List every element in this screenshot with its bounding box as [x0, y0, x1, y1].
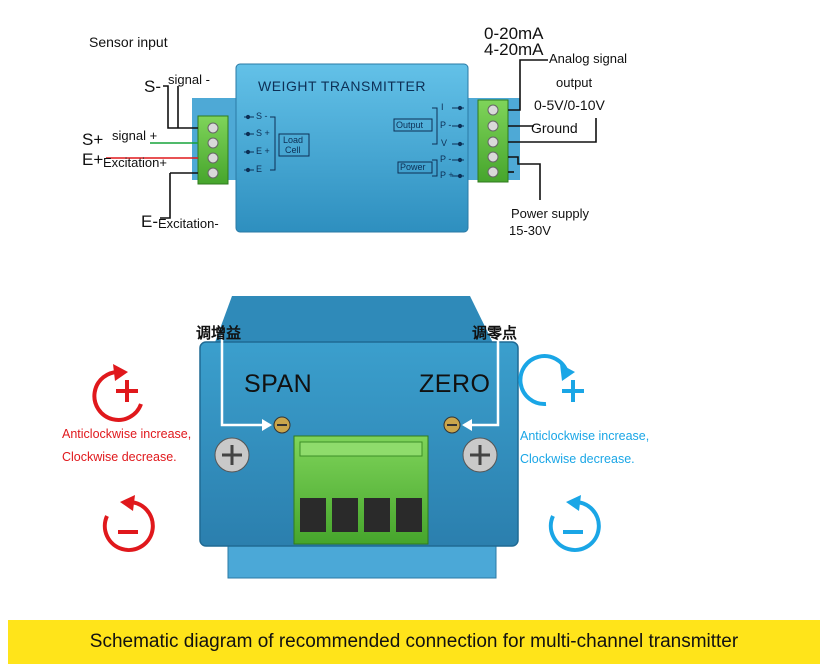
zero-decrease-icon	[548, 495, 601, 552]
pin-i: I	[441, 102, 444, 112]
pin-v: V	[441, 138, 448, 148]
span-increase-icon	[92, 364, 143, 422]
bottom-terminal-block	[293, 435, 429, 545]
zero-label: ZERO	[419, 370, 491, 398]
device-body	[235, 63, 469, 233]
pin-p-plus-pwr: P +	[440, 170, 454, 180]
load-cell-line2: Cell	[285, 145, 301, 155]
zero-cn-label: 调零点	[472, 325, 518, 342]
span-decrease-icon	[102, 495, 155, 552]
output-terminal-block	[477, 99, 509, 183]
pin-s-plus: S +	[256, 128, 270, 138]
e-minus-symbol: E-	[141, 212, 158, 231]
sensor-input-label: Sensor input	[89, 34, 168, 50]
pin-markers	[244, 105, 464, 179]
s-minus-symbol: S-	[144, 77, 161, 96]
excitation-plus-label: Excitation+	[103, 155, 167, 170]
zero-increase-icon	[518, 354, 584, 407]
input-wiring	[106, 85, 198, 219]
analog-signal-label: Analog signal	[549, 51, 628, 66]
e-plus-symbol: E+	[82, 150, 104, 169]
span-cn-label: 调增益	[196, 325, 242, 342]
right-screw	[462, 437, 498, 473]
left-screw	[214, 437, 250, 473]
output-box	[393, 118, 433, 132]
span-label: SPAN	[244, 370, 313, 398]
s-plus-symbol: S+	[82, 130, 104, 149]
power-box	[397, 161, 433, 174]
load-cell-line1: Load	[283, 135, 304, 145]
device-top-face	[214, 296, 494, 345]
output-box-label: Output	[396, 120, 424, 130]
current-output-4-20: 4-20mA	[484, 40, 544, 59]
pin-e-minus: E	[256, 164, 263, 174]
input-terminal-block	[197, 115, 229, 185]
pin-s-minus: S -	[256, 111, 268, 121]
power-supply-label: Power supply	[511, 206, 590, 221]
bottom-transmitter	[199, 296, 519, 579]
span-instruction-line1: Anticlockwise increase,	[62, 427, 192, 441]
pin-p-minus-pwr: P -	[440, 154, 452, 164]
pin-e-plus: E +	[256, 146, 270, 156]
excitation-minus-label: Excitation-	[158, 216, 219, 231]
supply-voltage-label: 15-30V	[509, 223, 551, 238]
top-transmitter	[192, 63, 520, 233]
caption-text: Schematic diagram of recommended connect…	[89, 631, 739, 652]
zero-instruction-line2: Clockwise decrease.	[520, 452, 635, 466]
output-wiring	[508, 59, 597, 200]
signal-plus-label: signal +	[112, 128, 158, 143]
voltage-output-label: 0-5V/0-10V	[534, 97, 605, 113]
power-box-label: Power	[400, 162, 426, 172]
output-label: output	[556, 75, 593, 90]
load-cell-box	[278, 133, 310, 157]
device-title: WEIGHT TRANSMITTER	[258, 78, 426, 94]
pin-p-minus-out: P -	[440, 120, 452, 130]
current-output-0-20: 0-20mA	[484, 24, 544, 43]
span-instruction-line2: Clockwise decrease.	[62, 450, 177, 464]
caption-bar	[8, 620, 820, 664]
zero-instruction-line1: Anticlockwise increase,	[520, 429, 650, 443]
ground-label: Ground	[531, 120, 578, 136]
signal-minus-label: signal -	[168, 72, 210, 87]
